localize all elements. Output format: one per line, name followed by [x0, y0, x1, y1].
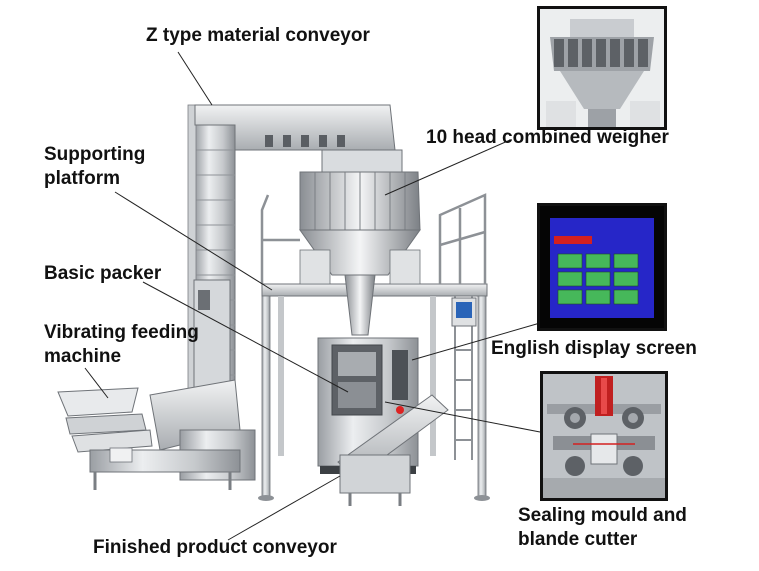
label-basic-packer: Basic packer [44, 263, 162, 284]
multihead-weigher [299, 149, 421, 336]
touchscreen-photo-icon [540, 206, 664, 328]
label-finished-conveyor: Finished product conveyor [93, 537, 337, 558]
leader-lines [84, 51, 541, 541]
label-z-conveyor: Z type material conveyor [146, 25, 370, 46]
label-sealing-mould: Sealing mould and blande cutter [518, 504, 687, 552]
label-sealing-mould-line1: Sealing mould and [518, 505, 687, 526]
label-sealing-mould-line2: blande cutter [518, 529, 638, 550]
vibrating-feeder [57, 387, 241, 490]
weigher-photo-inset [537, 6, 667, 130]
label-supporting-platform-line2: platform [44, 168, 120, 189]
touchscreen-photo-inset [537, 203, 667, 331]
label-supporting-platform: Supporting platform [44, 143, 145, 191]
label-weigher: 10 head combined weigher [426, 127, 669, 148]
label-vibrating-feeding-line1: Vibrating feeding [44, 322, 199, 343]
sealing-jaw-photo-inset [540, 371, 668, 501]
label-supporting-platform-line1: Supporting [44, 144, 146, 165]
supporting-platform [258, 193, 490, 501]
label-vibrating-feeding-line2: machine [44, 346, 122, 367]
weigher-photo-icon [540, 9, 664, 127]
label-english-display: English display screen [491, 338, 697, 359]
finished-product-conveyor [337, 394, 449, 506]
sealing-jaw-photo-icon [543, 374, 665, 498]
label-vibrating-feeding: Vibrating feeding machine [44, 321, 199, 369]
